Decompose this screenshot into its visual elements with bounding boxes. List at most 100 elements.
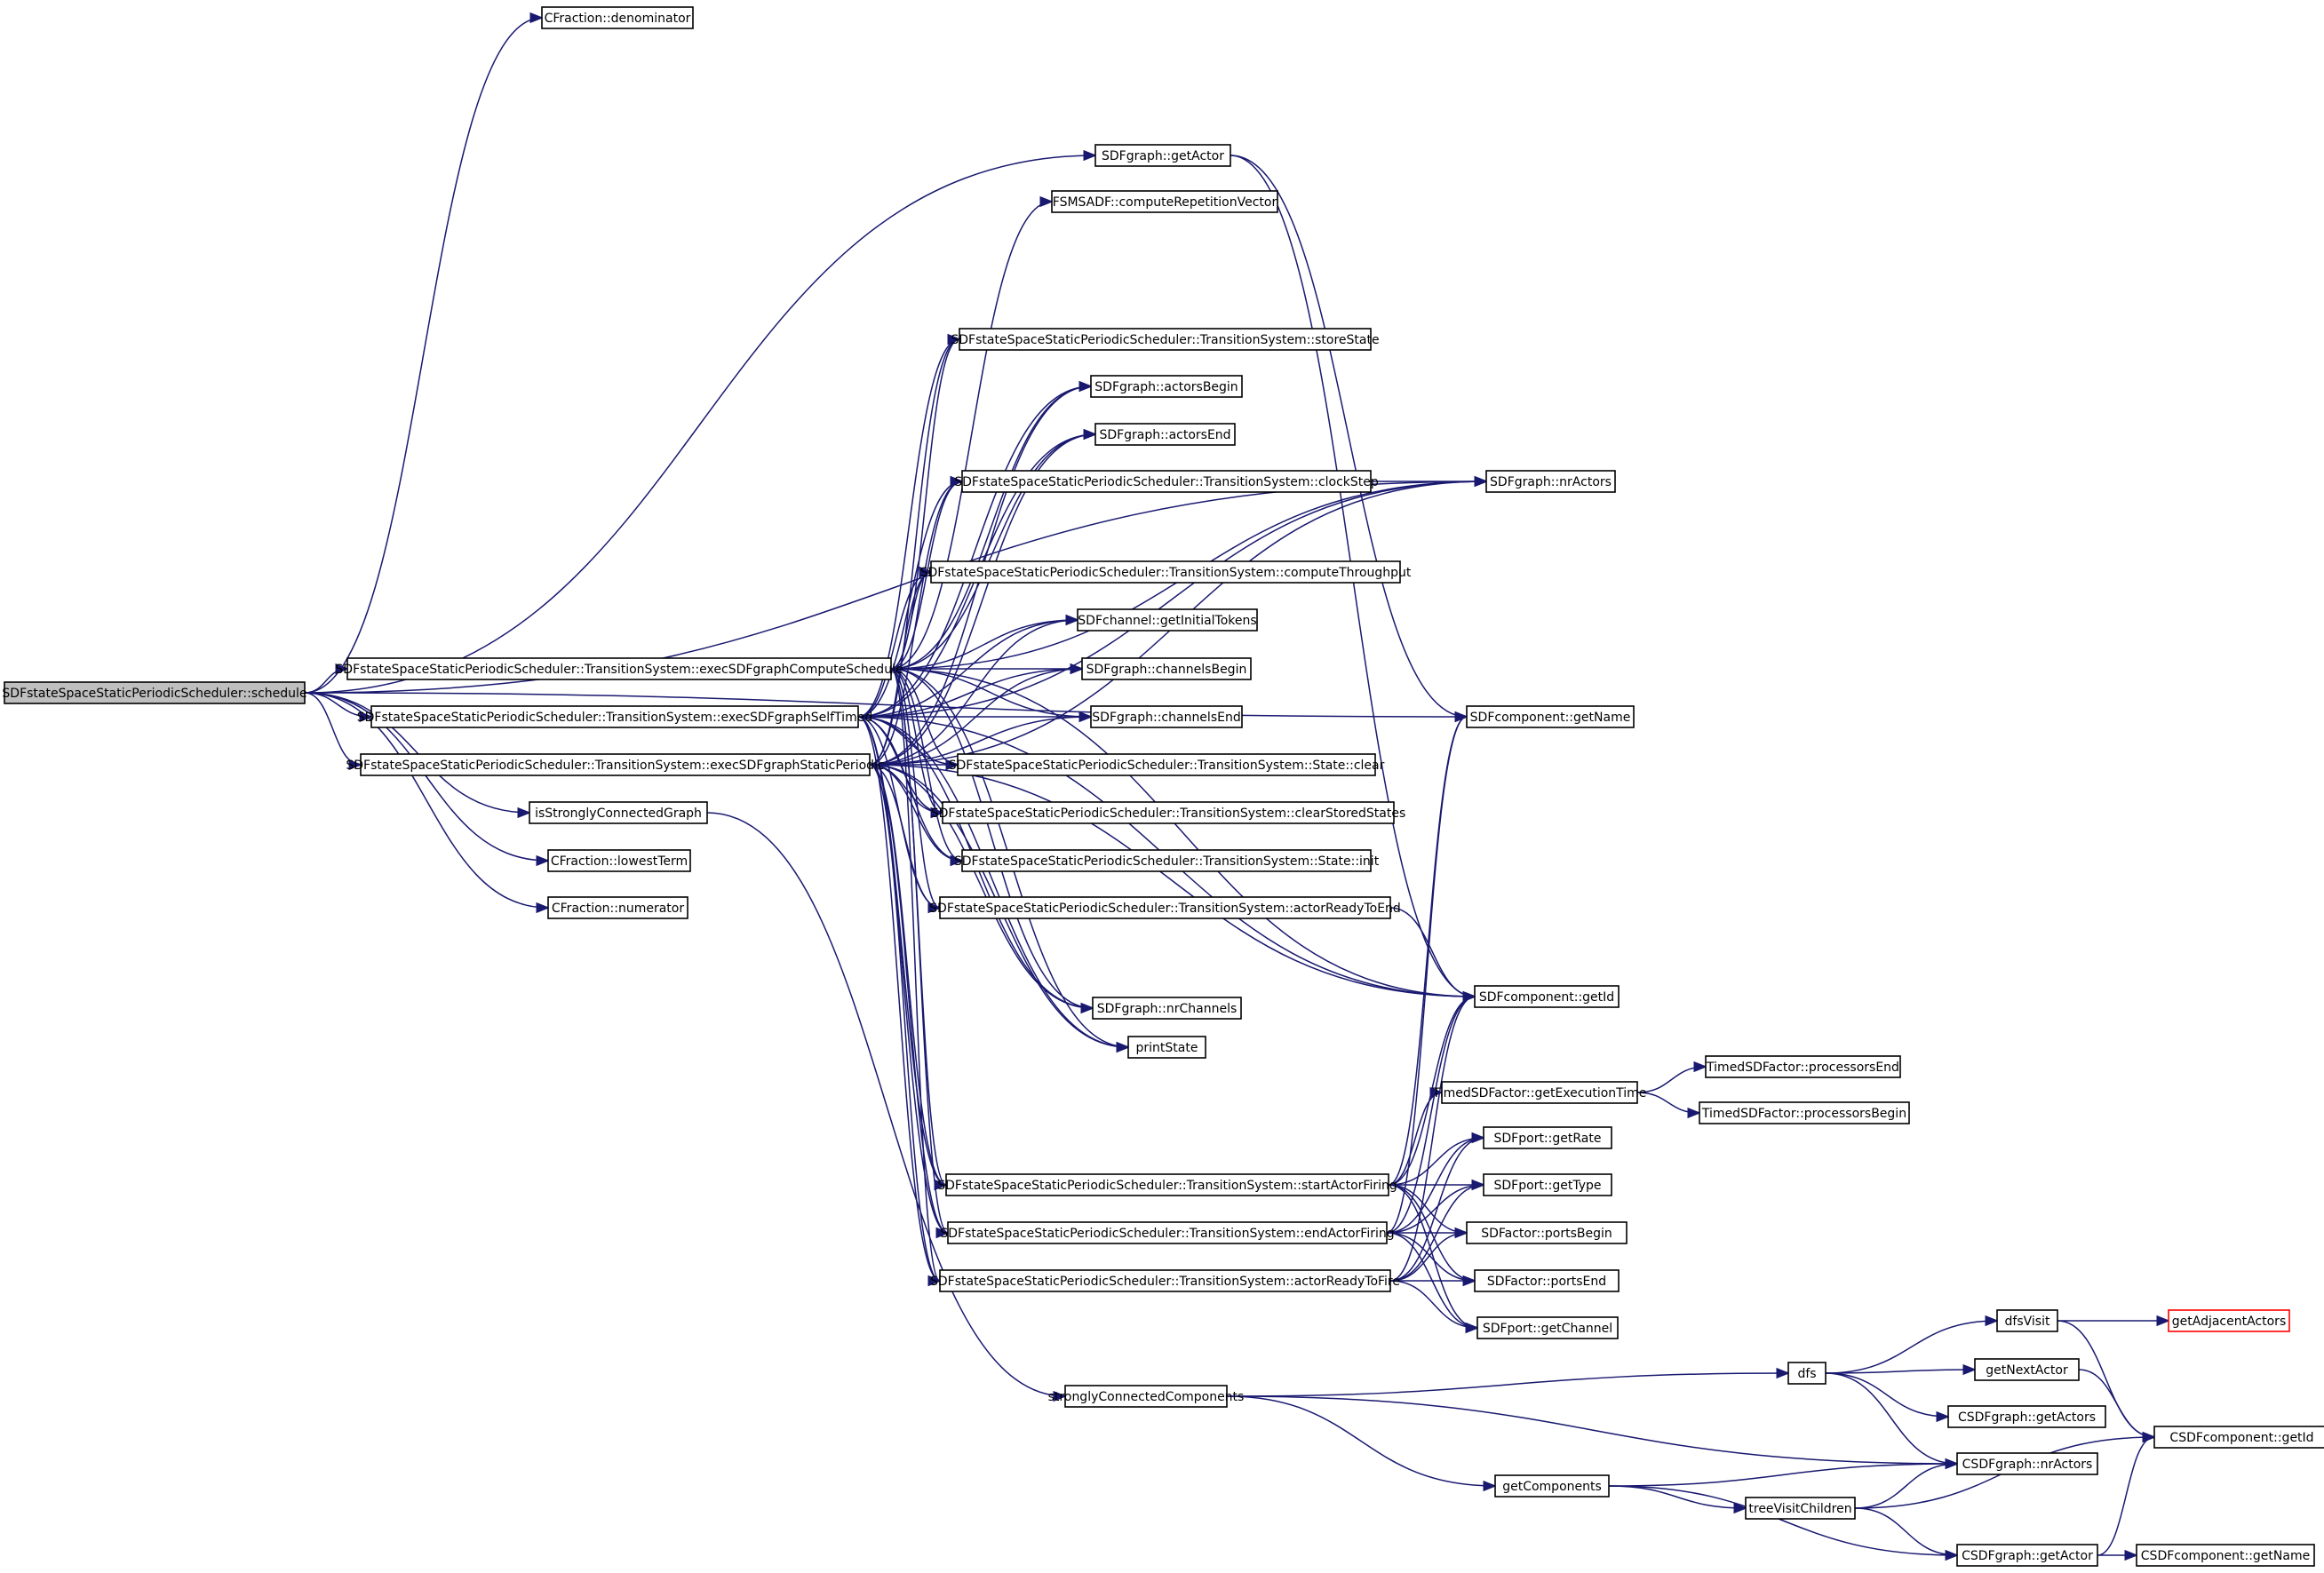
node-get-channel[interactable]: SDFport::getChannel xyxy=(1476,1316,1619,1339)
node-csdf-nr-actors[interactable]: CSDFgraph::nrActors xyxy=(1956,1452,2098,1475)
node-box xyxy=(1974,1358,2080,1381)
node-label: dfsVisit xyxy=(2005,1315,2050,1329)
node-box xyxy=(1956,1544,2098,1567)
node-get-type[interactable]: SDFport::getType xyxy=(1483,1173,1612,1196)
node-ports-begin[interactable]: SDFactor::portsBegin xyxy=(1466,1221,1628,1244)
node-denominator[interactable]: CFraction::denominator xyxy=(541,6,694,29)
node-lowest-term[interactable]: CFraction::lowestTerm xyxy=(547,849,691,872)
node-box xyxy=(529,801,708,824)
node-exec-self[interactable]: SDFstateSpaceStaticPeriodicScheduler::Tr… xyxy=(357,705,872,728)
node-box xyxy=(541,6,694,29)
node-channels-end[interactable]: SDFgraph::channelsEnd xyxy=(1090,705,1243,728)
node-end-actor-firing[interactable]: SDFstateSpaceStaticPeriodicScheduler::Tr… xyxy=(940,1221,1395,1244)
edge-get-components-to-csdf-nr-actors xyxy=(1608,1464,1957,1487)
node-get-components[interactable]: getComponents xyxy=(1494,1474,1610,1498)
node-get-name[interactable]: SDFcomponent::getName xyxy=(1466,705,1635,728)
node-compute-throughput[interactable]: SDFstateSpaceStaticPeriodicScheduler::Tr… xyxy=(920,560,1412,584)
node-box xyxy=(1090,705,1243,728)
node-box xyxy=(547,849,691,872)
edge-exec-static-to-get-initial-tokens xyxy=(869,620,1078,766)
edge-end-actor-firing-to-get-name xyxy=(1386,717,1468,1234)
node-actor-ready-to-end[interactable]: SDFstateSpaceStaticPeriodicScheduler::Tr… xyxy=(929,896,1401,919)
node-clear-stored-states[interactable]: SDFstateSpaceStaticPeriodicScheduler::Tr… xyxy=(931,801,1406,824)
edge-exec-self-to-channels-begin xyxy=(857,669,1082,718)
node-processors-begin[interactable]: TimedSDFactor::processorsBegin xyxy=(1699,1101,1910,1124)
node-label: dfs xyxy=(1797,1367,1816,1381)
node-scc[interactable]: stronglyConnectedComponents xyxy=(1048,1385,1245,1408)
node-ports-end[interactable]: SDFactor::portsEnd xyxy=(1474,1269,1620,1292)
node-is-scg[interactable]: isStronglyConnectedGraph xyxy=(529,801,708,824)
edge-schedule-to-lowest-term xyxy=(304,692,548,861)
node-actors-begin[interactable]: SDFgraph::actorsBegin xyxy=(1090,375,1243,398)
edge-end-actor-firing-to-get-rate xyxy=(1386,1138,1484,1234)
node-processors-end[interactable]: TimedSDFactor::processorsEnd xyxy=(1705,1055,1901,1078)
node-label: SDFgraph::nrActors xyxy=(1490,475,1612,489)
node-box xyxy=(1127,1036,1206,1059)
node-box xyxy=(1064,1385,1228,1408)
node-get-next-actor[interactable]: getNextActor xyxy=(1974,1358,2080,1381)
edge-dfs-to-get-next-actor xyxy=(1825,1370,1975,1373)
node-box xyxy=(939,896,1391,919)
node-box xyxy=(961,470,1372,493)
node-get-initial-tokens[interactable]: SDFchannel::getInitialTokens xyxy=(1077,608,1258,632)
edge-end-actor-firing-to-get-id xyxy=(1386,997,1476,1234)
node-compute-repetition-vector[interactable]: FSMSADF::computeRepetitionVector xyxy=(1051,190,1278,213)
node-dfs-visit[interactable]: dfsVisit xyxy=(1996,1309,2058,1332)
edge-start-actor-firing-to-get-rate xyxy=(1388,1138,1484,1186)
edge-exec-self-to-get-initial-tokens xyxy=(857,620,1078,718)
node-box xyxy=(1474,985,1620,1008)
node-label: SDFactor::portsBegin xyxy=(1481,1227,1612,1241)
node-exec-compute[interactable]: SDFstateSpaceStaticPeriodicScheduler::Tr… xyxy=(335,657,903,680)
node-get-rate[interactable]: SDFport::getRate xyxy=(1483,1126,1612,1149)
node-get-adjacent-actors[interactable]: getAdjacentActors xyxy=(2168,1309,2290,1332)
node-box xyxy=(1996,1309,2058,1332)
node-nr-channels[interactable]: SDFgraph::nrChannels xyxy=(1092,997,1242,1020)
node-nr-actors[interactable]: SDFgraph::nrActors xyxy=(1485,470,1616,493)
node-box xyxy=(930,560,1401,584)
node-box xyxy=(1466,705,1635,728)
node-box xyxy=(939,1269,1391,1292)
node-box xyxy=(360,753,871,776)
node-csdf-get-actors[interactable]: CSDFgraph::getActors xyxy=(1947,1405,2106,1428)
node-actor-ready-to-fire[interactable]: SDFstateSpaceStaticPeriodicScheduler::Tr… xyxy=(930,1269,1400,1292)
edge-actor-ready-to-fire-to-get-type xyxy=(1389,1185,1484,1282)
node-get-actor[interactable]: SDFgraph::getActor xyxy=(1094,144,1231,167)
node-exec-static[interactable]: SDFstateSpaceStaticPeriodicScheduler::Tr… xyxy=(346,753,885,776)
edge-start-actor-firing-to-get-id xyxy=(1388,997,1476,1186)
node-state-init[interactable]: SDFstateSpaceStaticPeriodicScheduler::Tr… xyxy=(954,849,1380,872)
edge-exec-static-to-clock-step xyxy=(869,481,963,766)
node-get-id[interactable]: SDFcomponent::getId xyxy=(1474,985,1620,1008)
node-csdf-get-actor[interactable]: CSDFgraph::getActor xyxy=(1956,1544,2098,1567)
node-actors-end[interactable]: SDFgraph::actorsEnd xyxy=(1094,423,1236,446)
node-box xyxy=(370,705,859,728)
node-get-execution-time[interactable]: TimedSDFactor::getExecutionTime xyxy=(1432,1081,1647,1104)
node-label: SDFgraph::getActor xyxy=(1102,149,1224,163)
node-csdf-get-id[interactable]: CSDFcomponent::getId xyxy=(2153,1426,2324,1449)
node-clock-step[interactable]: SDFstateSpaceStaticPeriodicScheduler::Tr… xyxy=(954,470,1379,493)
edge-exec-static-to-get-id xyxy=(869,764,1475,997)
edge-schedule-to-numerator xyxy=(304,692,548,908)
node-box xyxy=(2153,1426,2324,1449)
node-dfs[interactable]: dfs xyxy=(1787,1362,1827,1385)
node-schedule[interactable]: SDFstateSpaceStaticPeriodicScheduler::sc… xyxy=(2,681,307,704)
node-state-clear[interactable]: SDFstateSpaceStaticPeriodicScheduler::Tr… xyxy=(949,753,1385,776)
node-label: SDFstateSpaceStaticPeriodicScheduler::Tr… xyxy=(930,1275,1400,1289)
node-label: SDFstateSpaceStaticPeriodicScheduler::Tr… xyxy=(954,475,1379,489)
node-box xyxy=(1081,657,1252,680)
node-label: treeVisitChildren xyxy=(1748,1502,1851,1516)
node-csdf-get-name[interactable]: CSDFcomponent::getName xyxy=(2136,1544,2315,1567)
node-label: SDFstateSpaceStaticPeriodicScheduler::sc… xyxy=(2,687,306,701)
node-store-state[interactable]: SDFstateSpaceStaticPeriodicScheduler::Tr… xyxy=(951,328,1380,351)
edge-tree-visit-children-to-csdf-get-actor xyxy=(1854,1507,1957,1555)
node-label: SDFstateSpaceStaticPeriodicScheduler::Tr… xyxy=(951,333,1379,347)
node-label: isStronglyConnectedGraph xyxy=(535,806,702,821)
node-print-state[interactable]: printState xyxy=(1127,1036,1206,1059)
node-tree-visit-children[interactable]: treeVisitChildren xyxy=(1745,1497,1856,1520)
node-channels-begin[interactable]: SDFgraph::channelsBegin xyxy=(1081,657,1252,680)
node-box xyxy=(346,657,892,680)
edge-tree-visit-children-to-csdf-nr-actors xyxy=(1854,1464,1957,1509)
edge-actor-ready-to-fire-to-get-id xyxy=(1389,997,1476,1282)
node-label: CFraction::lowestTerm xyxy=(551,854,688,869)
node-start-actor-firing[interactable]: SDFstateSpaceStaticPeriodicScheduler::Tr… xyxy=(937,1173,1397,1196)
node-numerator[interactable]: CFraction::numerator xyxy=(547,896,688,919)
